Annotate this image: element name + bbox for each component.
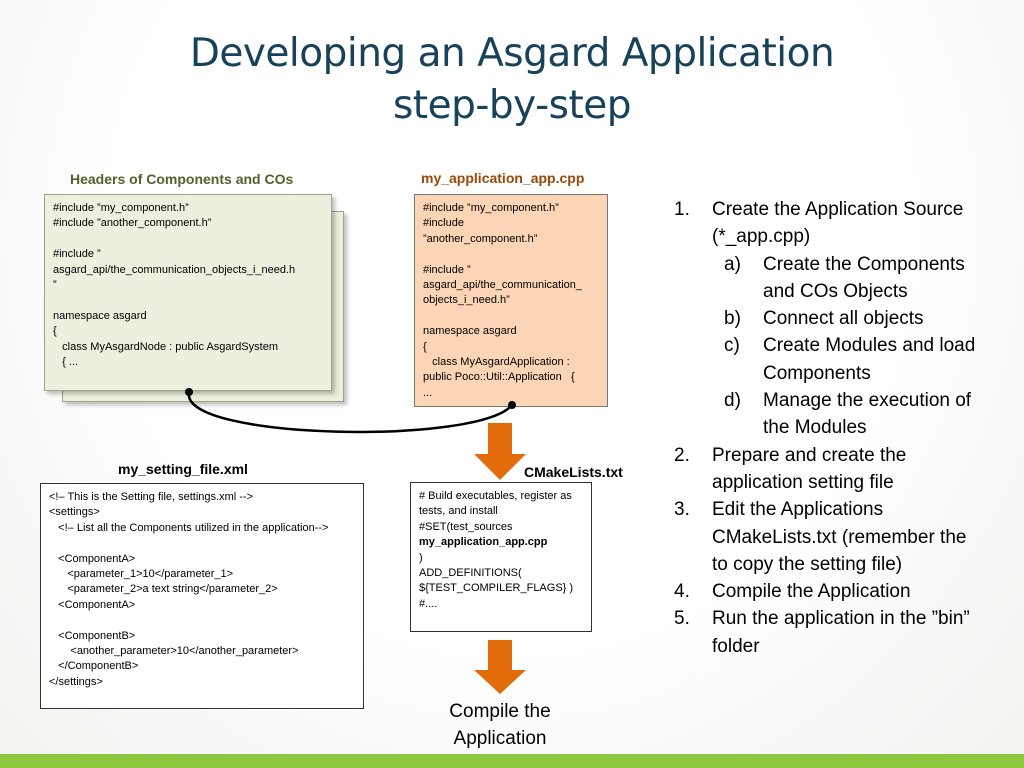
- substep-c: c) Create Modules and load Components: [674, 332, 1014, 387]
- substep-b: b) Connect all objects: [674, 305, 1014, 332]
- xml-caption: my_setting_file.xml: [118, 461, 248, 477]
- step-number: 1.: [674, 199, 690, 220]
- cmake-code-part-2: ) ADD_DEFINITIONS( ${TEST_COMPILER_FLAGS…: [419, 551, 574, 610]
- compile-label: Compile the Application: [400, 698, 600, 752]
- substep-text: Create Modules and load: [763, 335, 976, 357]
- step-number: 3.: [674, 499, 690, 521]
- substep-a: a) Create the Components and COs Objects: [674, 251, 1014, 306]
- substep-letter: c): [724, 335, 740, 357]
- step-text: (*_app.cpp): [712, 226, 811, 248]
- cmake-code-source-name: my_application_app.cpp: [419, 536, 548, 549]
- arrow-to-compile: [474, 640, 526, 694]
- footer-bar: [0, 754, 1024, 768]
- arrow-to-cmake: [474, 423, 526, 480]
- step-5: 5. Run the application in the ”bin” fold…: [674, 605, 1014, 660]
- substep-text: Components: [763, 362, 871, 384]
- step-text: Edit the Applications: [712, 499, 884, 521]
- compile-label-line-1: Compile the: [449, 701, 551, 722]
- step-3: 3. Edit the Applications CMakeLists.txt …: [674, 496, 1014, 578]
- connector-dot-start: [185, 388, 193, 396]
- step-text: Compile the Application: [712, 581, 911, 603]
- connector-dot-end: [508, 401, 516, 409]
- substep-text: Manage the execution of: [763, 390, 972, 412]
- step-4: 4. Compile the Application: [674, 578, 1014, 605]
- slide-title: Developing an Asgard Application step-by…: [0, 28, 1024, 132]
- step-1: 1. Create the Application Source (*_app.…: [674, 196, 1014, 251]
- step-number: 4.: [674, 581, 690, 603]
- app-caption: my_application_app.cpp: [421, 170, 585, 186]
- cmake-caption: CMakeLists.txt: [524, 464, 623, 480]
- step-number: 2.: [674, 444, 690, 466]
- title-line-2: step-by-step: [392, 83, 632, 128]
- headers-code-box: #include ”my_component.h” #include ”anot…: [44, 194, 332, 391]
- headers-caption: Headers of Components and COs: [70, 171, 294, 187]
- substep-text: Create the Components: [763, 253, 965, 275]
- xml-code-box: <!– This is the Setting file, settings.x…: [40, 483, 364, 709]
- connector-curve: [187, 392, 513, 434]
- substep-d: d) Manage the execution of the Modules: [674, 387, 1014, 442]
- substep-letter: d): [724, 390, 741, 412]
- step-text: application setting file: [712, 471, 894, 493]
- step-text: Create the Application Source: [712, 199, 964, 220]
- compile-label-line-2: Application: [453, 728, 547, 749]
- title-line-1: Developing an Asgard Application: [189, 31, 835, 76]
- substep-letter: b): [724, 308, 741, 330]
- cmake-code-part-1: # Build executables, register as tests, …: [419, 490, 572, 533]
- app-code-box: #include ”my_component.h” #include ”anot…: [414, 194, 608, 407]
- step-2: 2. Prepare and create the application se…: [674, 442, 1014, 497]
- substep-text: and COs Objects: [763, 280, 908, 302]
- substep-text: the Modules: [763, 417, 867, 439]
- substep-letter: a): [724, 253, 741, 275]
- step-text: to copy the setting file): [712, 553, 903, 575]
- step-text: Prepare and create the: [712, 444, 907, 466]
- cmake-code-box: # Build executables, register as tests, …: [410, 482, 592, 632]
- step-text: CMakeLists.txt (remember the: [712, 526, 967, 548]
- step-text: folder: [712, 635, 760, 657]
- step-number: 5.: [674, 608, 690, 630]
- steps-list: 1. Create the Application Source (*_app.…: [674, 196, 1014, 660]
- step-text: Run the application in the ”bin”: [712, 608, 970, 630]
- substep-text: Connect all objects: [763, 308, 924, 330]
